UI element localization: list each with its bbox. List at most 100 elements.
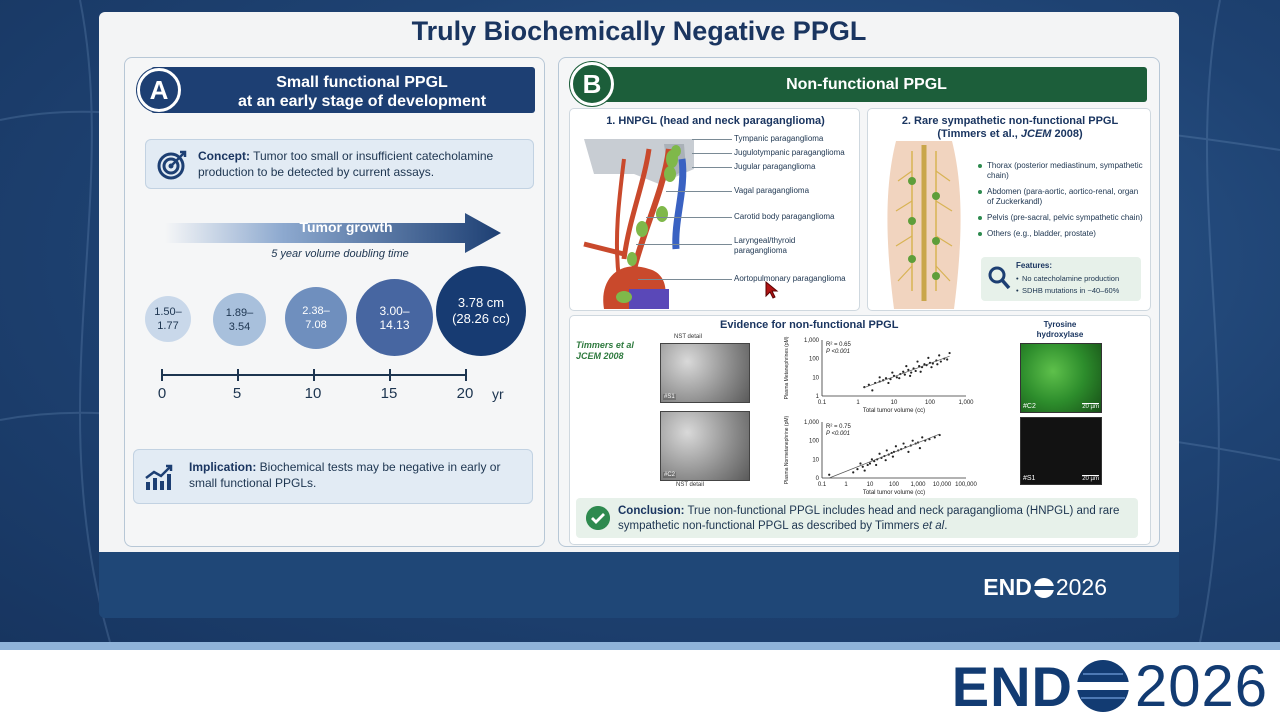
x-axis-label: Total tumor volume (cc) bbox=[863, 408, 925, 414]
time-axis-tick bbox=[237, 369, 239, 381]
tyrosine-hydroxylase-title: Tyrosine hydroxylase bbox=[1010, 320, 1110, 340]
features-box: Features: No catecholamine production SD… bbox=[981, 257, 1141, 301]
hnpgl-title: 1. HNPGL (head and neck paraganglioma) bbox=[606, 115, 825, 127]
anatomy-label: Aortopulmonary paraganglioma bbox=[734, 274, 846, 283]
logo-year: 2026 bbox=[1055, 574, 1107, 600]
sympathetic-title-year: 2008) bbox=[1051, 128, 1083, 140]
scatter-point bbox=[887, 381, 890, 385]
globe-logo-icon bbox=[1076, 660, 1129, 712]
panel-a-letter: A bbox=[137, 68, 181, 112]
x-tick-label: 100 bbox=[925, 400, 936, 406]
panel-b-letter: B bbox=[570, 62, 614, 106]
bubble-line2: 1.77 bbox=[157, 320, 179, 332]
tumor-size-bubble: 2.38– 7.08 bbox=[285, 287, 347, 349]
scatter-point bbox=[895, 376, 898, 379]
time-axis-label: 20 bbox=[456, 385, 474, 402]
implication-label: Implication: bbox=[189, 460, 257, 474]
location-item: Pelvis (pre-sacral, pelvic sympathetic c… bbox=[978, 213, 1146, 223]
tumor-size-bubble: 3.00–14.13 bbox=[356, 279, 433, 356]
scale-bar: 20 µm bbox=[1082, 475, 1099, 482]
x-tick-label: 10 bbox=[867, 482, 874, 488]
scale-bar: 20 µm bbox=[1082, 403, 1099, 410]
endo-2026-logo-small: END 2026 bbox=[983, 574, 1107, 601]
scatter-point bbox=[908, 374, 912, 377]
time-axis-label: 0 bbox=[157, 385, 167, 402]
scatter-point bbox=[905, 364, 908, 368]
conclusion-label: Conclusion: bbox=[618, 505, 685, 517]
label-leader-line bbox=[646, 217, 732, 218]
scatter-point bbox=[891, 455, 895, 458]
anatomy-label: paraganglioma bbox=[734, 246, 787, 255]
x-tick-label: 0.1 bbox=[818, 400, 827, 406]
scatter-point bbox=[891, 371, 894, 374]
immunostain-positive: #C2 20 µm bbox=[1020, 343, 1102, 413]
scatter-point bbox=[911, 439, 914, 442]
label-leader-line bbox=[638, 279, 732, 280]
time-axis-label: 5 bbox=[232, 385, 242, 402]
panel-a-header-line2: at an early stage of development bbox=[237, 93, 487, 110]
logo-year: 2026 bbox=[1134, 653, 1268, 719]
magnifier-icon bbox=[988, 266, 1011, 290]
target-icon bbox=[157, 150, 187, 180]
label-leader-line bbox=[666, 191, 732, 192]
sympathetic-title: 2. Rare sympathetic non-functional PPGL … bbox=[868, 115, 1152, 141]
tumor-size-bubble: 1.50–1.77 bbox=[145, 296, 191, 342]
tumor-growth-arrow bbox=[165, 213, 501, 253]
scatter-point bbox=[907, 450, 910, 454]
regression-line bbox=[864, 355, 950, 388]
anatomy-label: Jugulotympanic paraganglioma bbox=[734, 148, 845, 157]
x-tick-label: 0.1 bbox=[818, 482, 827, 488]
sample-id: #S1 bbox=[663, 394, 676, 400]
tumor-growth-label: Tumor growth bbox=[299, 219, 393, 235]
bubble-line1: 2.38– bbox=[302, 305, 330, 317]
anatomy-label: Vagal paraganglioma bbox=[734, 186, 810, 195]
p-value-annotation: P <0.001 bbox=[826, 349, 850, 355]
logo-text: END bbox=[951, 654, 1073, 718]
slide-title: Truly Biochemically Negative PPGL bbox=[411, 16, 867, 46]
scatter-point bbox=[863, 469, 866, 472]
sympathetic-title-line2: (Timmers et al., JCEM 2008) bbox=[868, 128, 1152, 141]
spine-anatomy-illustration bbox=[887, 141, 961, 309]
time-axis-tick bbox=[465, 369, 467, 381]
panel-a-header-line1: Small functional PPGL bbox=[276, 74, 448, 91]
scatter-point bbox=[930, 366, 933, 369]
tumor-size-bubble: 1.89–3.54 bbox=[213, 293, 266, 346]
sample-id: #C2 bbox=[663, 472, 677, 478]
r-squared-annotation: R² = 0.75 bbox=[826, 424, 852, 430]
scatter-point bbox=[871, 389, 874, 392]
anatomy-label: Carotid body paraganglioma bbox=[734, 212, 835, 221]
scatter-point bbox=[933, 436, 936, 439]
nst-detail-label: NST detail bbox=[674, 334, 702, 340]
anatomy-label: Laryngeal/thyroid bbox=[734, 236, 796, 245]
immunostain-negative: #S1 20 µm bbox=[1020, 417, 1102, 485]
y-axis-label: Plasma Metanephrines (pM) bbox=[784, 336, 790, 399]
label-leader-line bbox=[692, 153, 732, 154]
scatter-point bbox=[938, 354, 941, 357]
scatter-point bbox=[884, 459, 887, 462]
panel-b-header: Non-functional PPGL bbox=[586, 67, 1147, 102]
evidence-reference: Timmers et al JCEM 2008 bbox=[576, 340, 634, 362]
time-axis-tick bbox=[389, 369, 391, 381]
bubble-line1: 3.78 cm bbox=[457, 295, 505, 310]
hnpgl-panel: 1. HNPGL (head and neck paraganglioma) bbox=[569, 108, 860, 311]
bubble-line1: 1.89– bbox=[225, 306, 254, 319]
scatter-point bbox=[898, 377, 901, 380]
panel-b: Non-functional PPGL B 1. HNPGL (head and… bbox=[558, 57, 1160, 547]
scatter-point bbox=[856, 467, 859, 471]
scatter-point bbox=[927, 356, 930, 359]
x-tick-label: 10 bbox=[891, 400, 898, 406]
electron-micrograph-c2: #C2 bbox=[660, 411, 750, 481]
bubble-line2: 7.08 bbox=[305, 319, 327, 331]
panel-a: Small functional PPGL at an early stage … bbox=[124, 57, 545, 547]
scatter-point bbox=[946, 358, 949, 361]
x-tick-label: 1,000 bbox=[910, 482, 926, 488]
divider-stripe bbox=[0, 642, 1280, 650]
scatter-point bbox=[918, 364, 921, 368]
conclusion-et-al: et al bbox=[922, 520, 945, 532]
concept-label: Concept: bbox=[198, 149, 250, 163]
bubble-line2: 3.54 bbox=[228, 320, 251, 333]
tyrosine-label-2: hydroxylase bbox=[1036, 330, 1084, 339]
label-leader-line bbox=[692, 139, 732, 140]
